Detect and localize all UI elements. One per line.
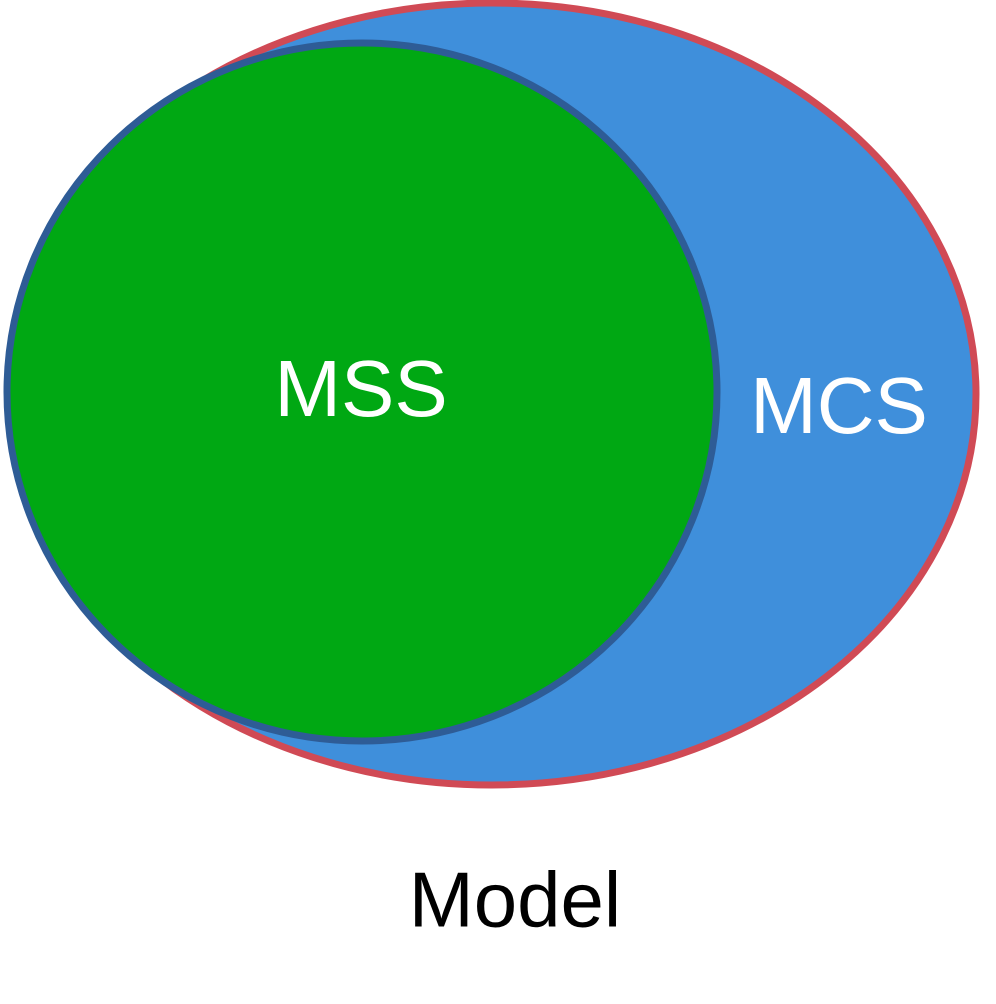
mss-inner-set	[3, 39, 721, 745]
mcs-label: MCS	[750, 361, 928, 450]
mss-label: MSS	[274, 344, 447, 433]
diagram-caption: Model	[409, 856, 621, 944]
